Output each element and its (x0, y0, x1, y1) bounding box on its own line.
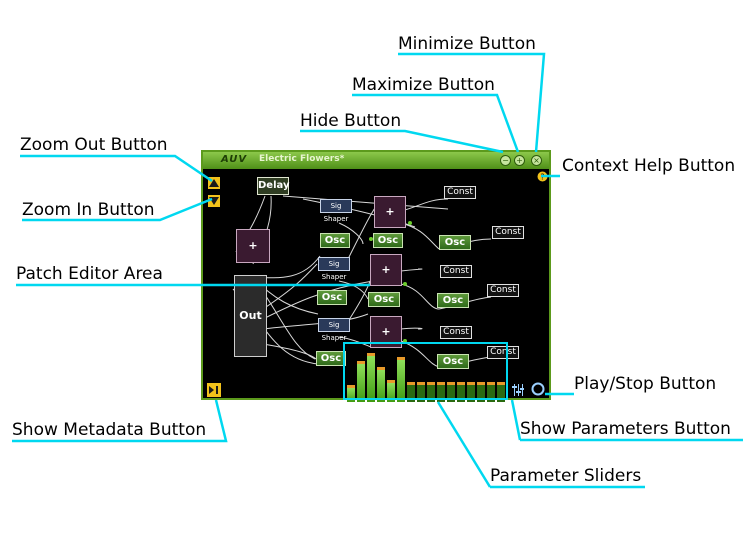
slider-handle[interactable] (377, 367, 385, 370)
slider-bar[interactable] (447, 385, 455, 402)
slider-bar[interactable] (377, 370, 385, 402)
out-node[interactable]: Out (234, 275, 267, 357)
osc-node-2[interactable]: Osc (373, 233, 403, 248)
patch-window: AUV Electric Flowers* − + × ? (201, 150, 551, 402)
callout-show-metadata-button: Show Metadata Button (12, 420, 207, 440)
osc-node-1[interactable]: Osc (320, 233, 350, 248)
callout-play-stop-button: Play/Stop Button (574, 374, 717, 394)
callout-patch-editor-area: Patch Editor Area (16, 264, 163, 284)
osc-node-6[interactable]: Osc (437, 293, 469, 308)
slider-handle[interactable] (367, 353, 375, 356)
minimize-button[interactable]: × (531, 155, 542, 166)
slider-bar[interactable] (487, 385, 495, 402)
slider-bar[interactable] (387, 383, 395, 402)
play-stop-button[interactable] (531, 382, 545, 396)
app-logo: AUV (221, 154, 248, 165)
osc-node-4[interactable]: Osc (317, 290, 347, 305)
const-node-3[interactable]: Const (440, 265, 472, 278)
slider-handle[interactable] (497, 382, 505, 385)
slider-handle[interactable] (427, 382, 435, 385)
slider-bar[interactable] (477, 385, 485, 402)
slider-handle[interactable] (417, 382, 425, 385)
slider-bar[interactable] (497, 385, 505, 402)
callout-maximize-button: Maximize Button (352, 75, 495, 95)
slider-handle[interactable] (447, 382, 455, 385)
slider-handle[interactable] (387, 380, 395, 383)
slider-bar[interactable] (397, 360, 405, 402)
plus-node-main[interactable]: + (236, 229, 270, 263)
slider-handle[interactable] (357, 361, 365, 364)
callout-context-help-button: Context Help Button (562, 156, 736, 176)
hide-button[interactable]: − (500, 155, 511, 166)
slider-bar[interactable] (437, 385, 445, 402)
title-bar[interactable]: AUV Electric Flowers* − + × (203, 152, 549, 169)
plus-node-2[interactable]: + (370, 254, 402, 286)
slider-handle[interactable] (407, 382, 415, 385)
sig-shaper-node-3[interactable]: Sig Shaper (318, 318, 350, 342)
show-metadata-button[interactable] (207, 383, 221, 397)
sliders-icon (512, 384, 524, 396)
slider-bar[interactable] (427, 385, 435, 402)
callout-minimize-button: Minimize Button (398, 34, 536, 54)
slider-handle[interactable] (437, 382, 445, 385)
callout-zoom-out-button: Zoom Out Button (20, 135, 168, 155)
show-parameters-button[interactable] (512, 383, 524, 396)
slider-bar[interactable] (357, 364, 365, 402)
osc-node-5[interactable]: Osc (368, 292, 400, 307)
callout-parameter-sliders: Parameter Sliders (490, 466, 642, 486)
slider-handle[interactable] (487, 382, 495, 385)
const-node-1[interactable]: Const (444, 186, 476, 199)
parameter-sliders[interactable] (345, 344, 509, 402)
callout-zoom-in-button: Zoom In Button (22, 200, 155, 220)
plus-node-1[interactable]: + (374, 196, 406, 228)
slider-handle[interactable] (347, 385, 355, 388)
callout-show-parameters-button: Show Parameters Button (520, 419, 731, 439)
osc-node-3[interactable]: Osc (439, 235, 471, 250)
sig-shaper-node-1[interactable]: Sig Shaper (320, 199, 352, 223)
slider-bar[interactable] (347, 388, 355, 402)
osc-node-7[interactable]: Osc (316, 351, 346, 366)
slider-bar[interactable] (407, 385, 415, 402)
slider-handle[interactable] (397, 357, 405, 360)
slider-handle[interactable] (477, 382, 485, 385)
maximize-button[interactable]: + (514, 155, 525, 166)
metadata-icon (207, 383, 221, 397)
sig-shaper-node-2[interactable]: Sig Shaper (318, 257, 350, 281)
const-node-5[interactable]: Const (440, 326, 472, 339)
const-node-4[interactable]: Const (487, 284, 519, 297)
slider-bar[interactable] (417, 385, 425, 402)
delay-node[interactable]: Delay (257, 177, 289, 195)
window-title: Electric Flowers* (259, 154, 345, 164)
slider-handle[interactable] (467, 382, 475, 385)
slider-bar[interactable] (467, 385, 475, 402)
play-stop-icon (531, 382, 545, 396)
const-node-2[interactable]: Const (492, 226, 524, 239)
slider-bar[interactable] (367, 356, 375, 402)
slider-handle[interactable] (457, 382, 465, 385)
callout-hide-button: Hide Button (300, 111, 402, 131)
slider-bar[interactable] (457, 385, 465, 402)
